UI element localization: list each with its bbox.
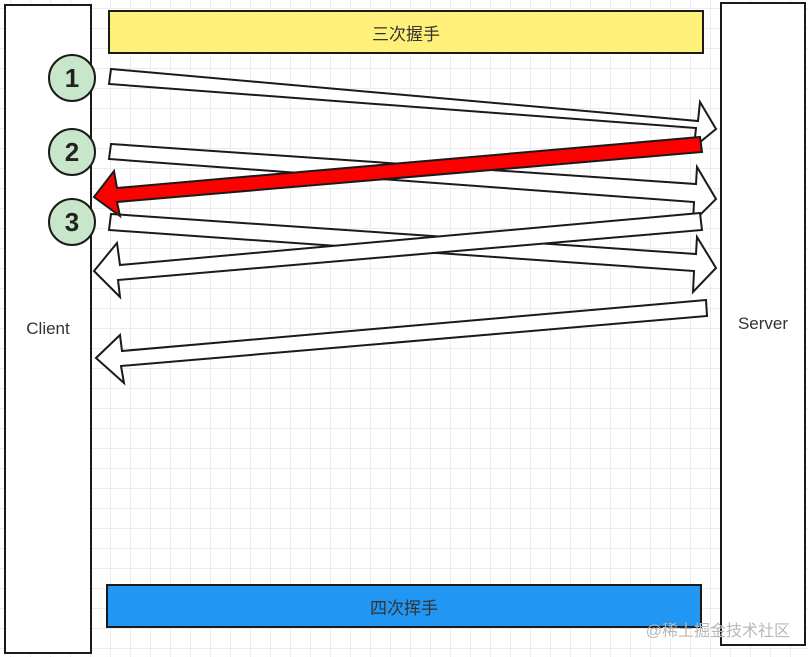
step-badge-3: 3 bbox=[48, 198, 96, 246]
step-badge-1: 1 bbox=[48, 54, 96, 102]
watermark: @稀土掘金技术社区 bbox=[645, 623, 790, 640]
client-node: Client bbox=[4, 4, 92, 654]
arrow-syn bbox=[107, 67, 718, 150]
wave-band: 四次挥手 bbox=[106, 584, 702, 628]
wave-title: 四次挥手 bbox=[370, 598, 438, 618]
arrow-ack bbox=[107, 142, 718, 225]
arrow-fin-client bbox=[107, 212, 718, 295]
handshake-title: 三次握手 bbox=[372, 24, 440, 44]
arrow-syn-ack bbox=[92, 135, 704, 219]
server-node: Server bbox=[720, 2, 806, 646]
client-label: Client bbox=[26, 319, 70, 338]
server-label: Server bbox=[737, 314, 789, 333]
arrow-ack-server bbox=[92, 211, 704, 300]
handshake-band: 三次握手 bbox=[108, 10, 704, 54]
arrow-fin-server bbox=[94, 298, 709, 386]
step-badge-2: 2 bbox=[48, 128, 96, 176]
